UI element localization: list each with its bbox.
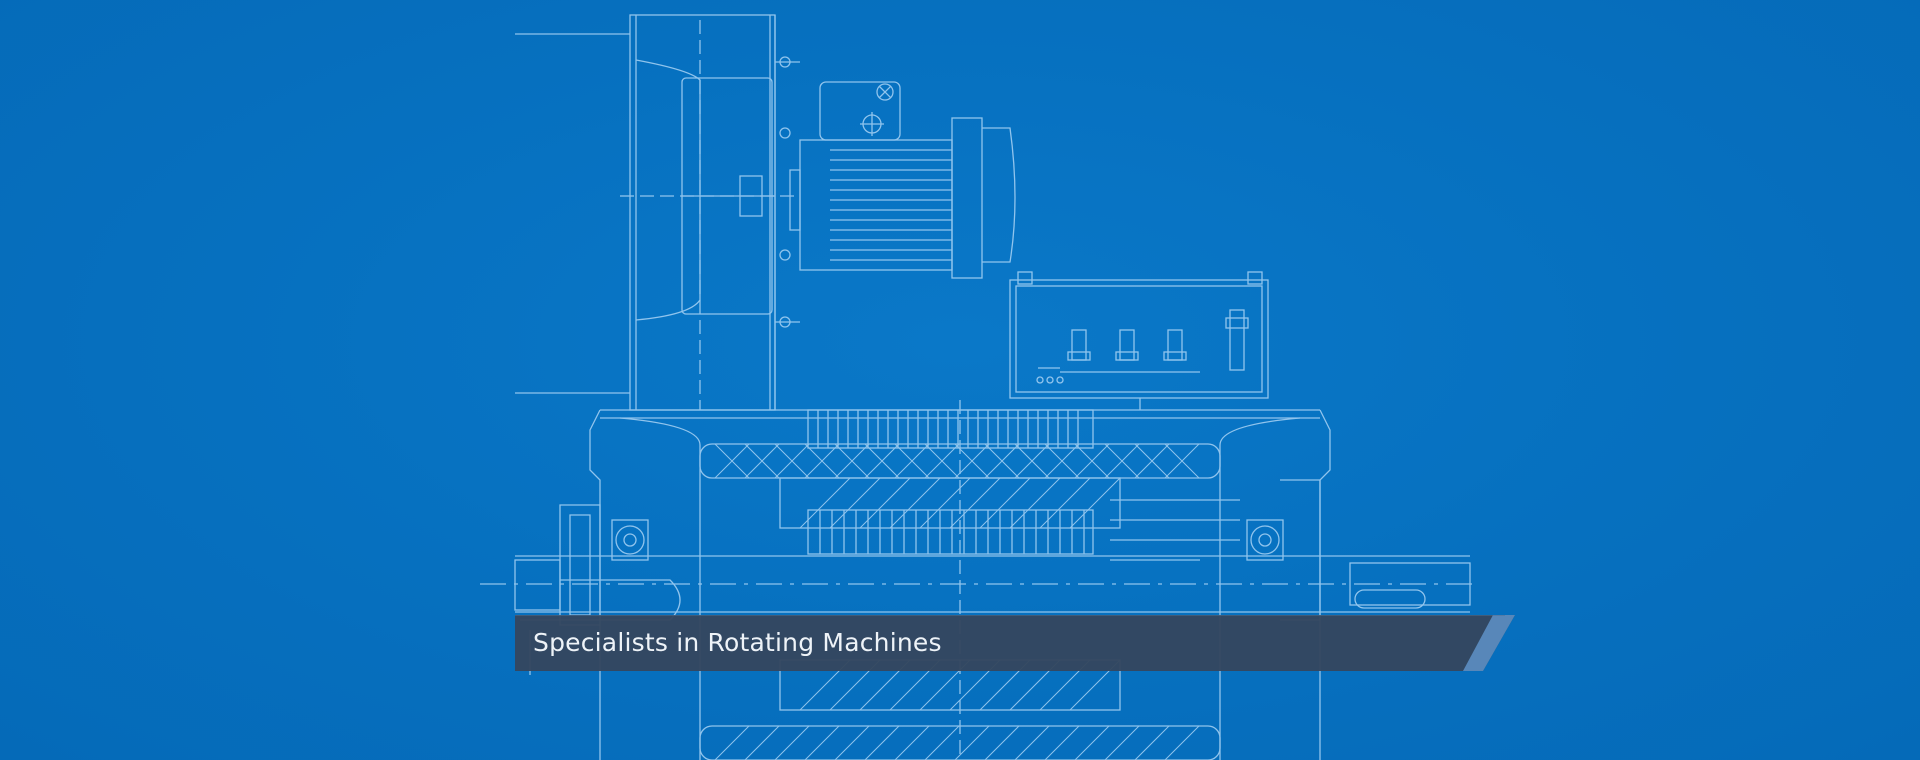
fan-housing [515,14,800,411]
terminal-box [1009,271,1269,410]
tagline-text: Specialists in Rotating Machines [533,628,942,657]
banner-background [515,615,1515,671]
main-frame [480,400,1480,760]
fan-motor [789,81,1016,279]
tagline-banner: Specialists in Rotating Machines [515,615,1515,671]
